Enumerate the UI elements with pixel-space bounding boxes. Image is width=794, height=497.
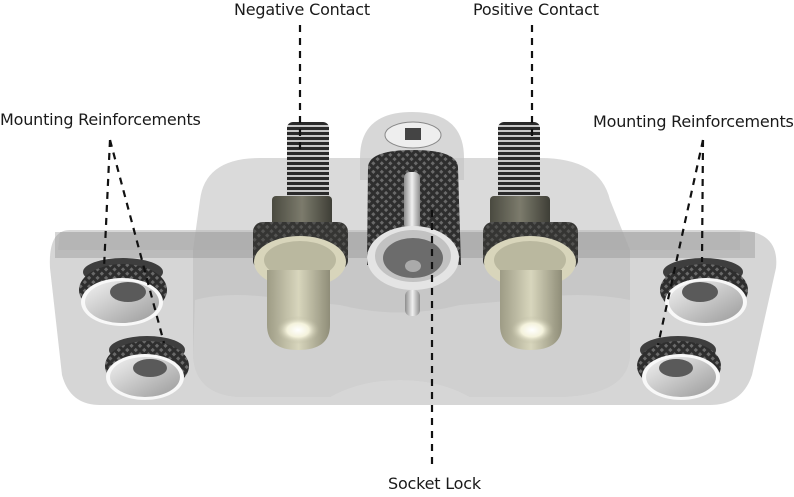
socket-lock <box>367 121 461 316</box>
leader-line-mounting-left-1 <box>102 139 112 269</box>
positive-contact <box>483 122 578 350</box>
label-positive-contact: Positive Contact <box>473 0 599 19</box>
leader-line-mounting-left-2 <box>108 139 166 344</box>
label-socket-lock: Socket Lock <box>388 474 481 493</box>
label-mounting-reinforcements-left: Mounting Reinforcements <box>0 110 201 129</box>
mounting-reinforcement-left-bottom <box>105 336 189 400</box>
leader-line-mounting-right-2 <box>656 139 705 346</box>
negative-contact <box>253 122 348 350</box>
mounting-reinforcement-right-top <box>660 258 748 326</box>
label-negative-contact: Negative Contact <box>234 0 370 19</box>
mounting-reinforcement-right-bottom <box>637 336 721 400</box>
mounting-reinforcement-left-top <box>79 258 167 326</box>
label-mounting-reinforcements-right: Mounting Reinforcements <box>593 112 794 131</box>
